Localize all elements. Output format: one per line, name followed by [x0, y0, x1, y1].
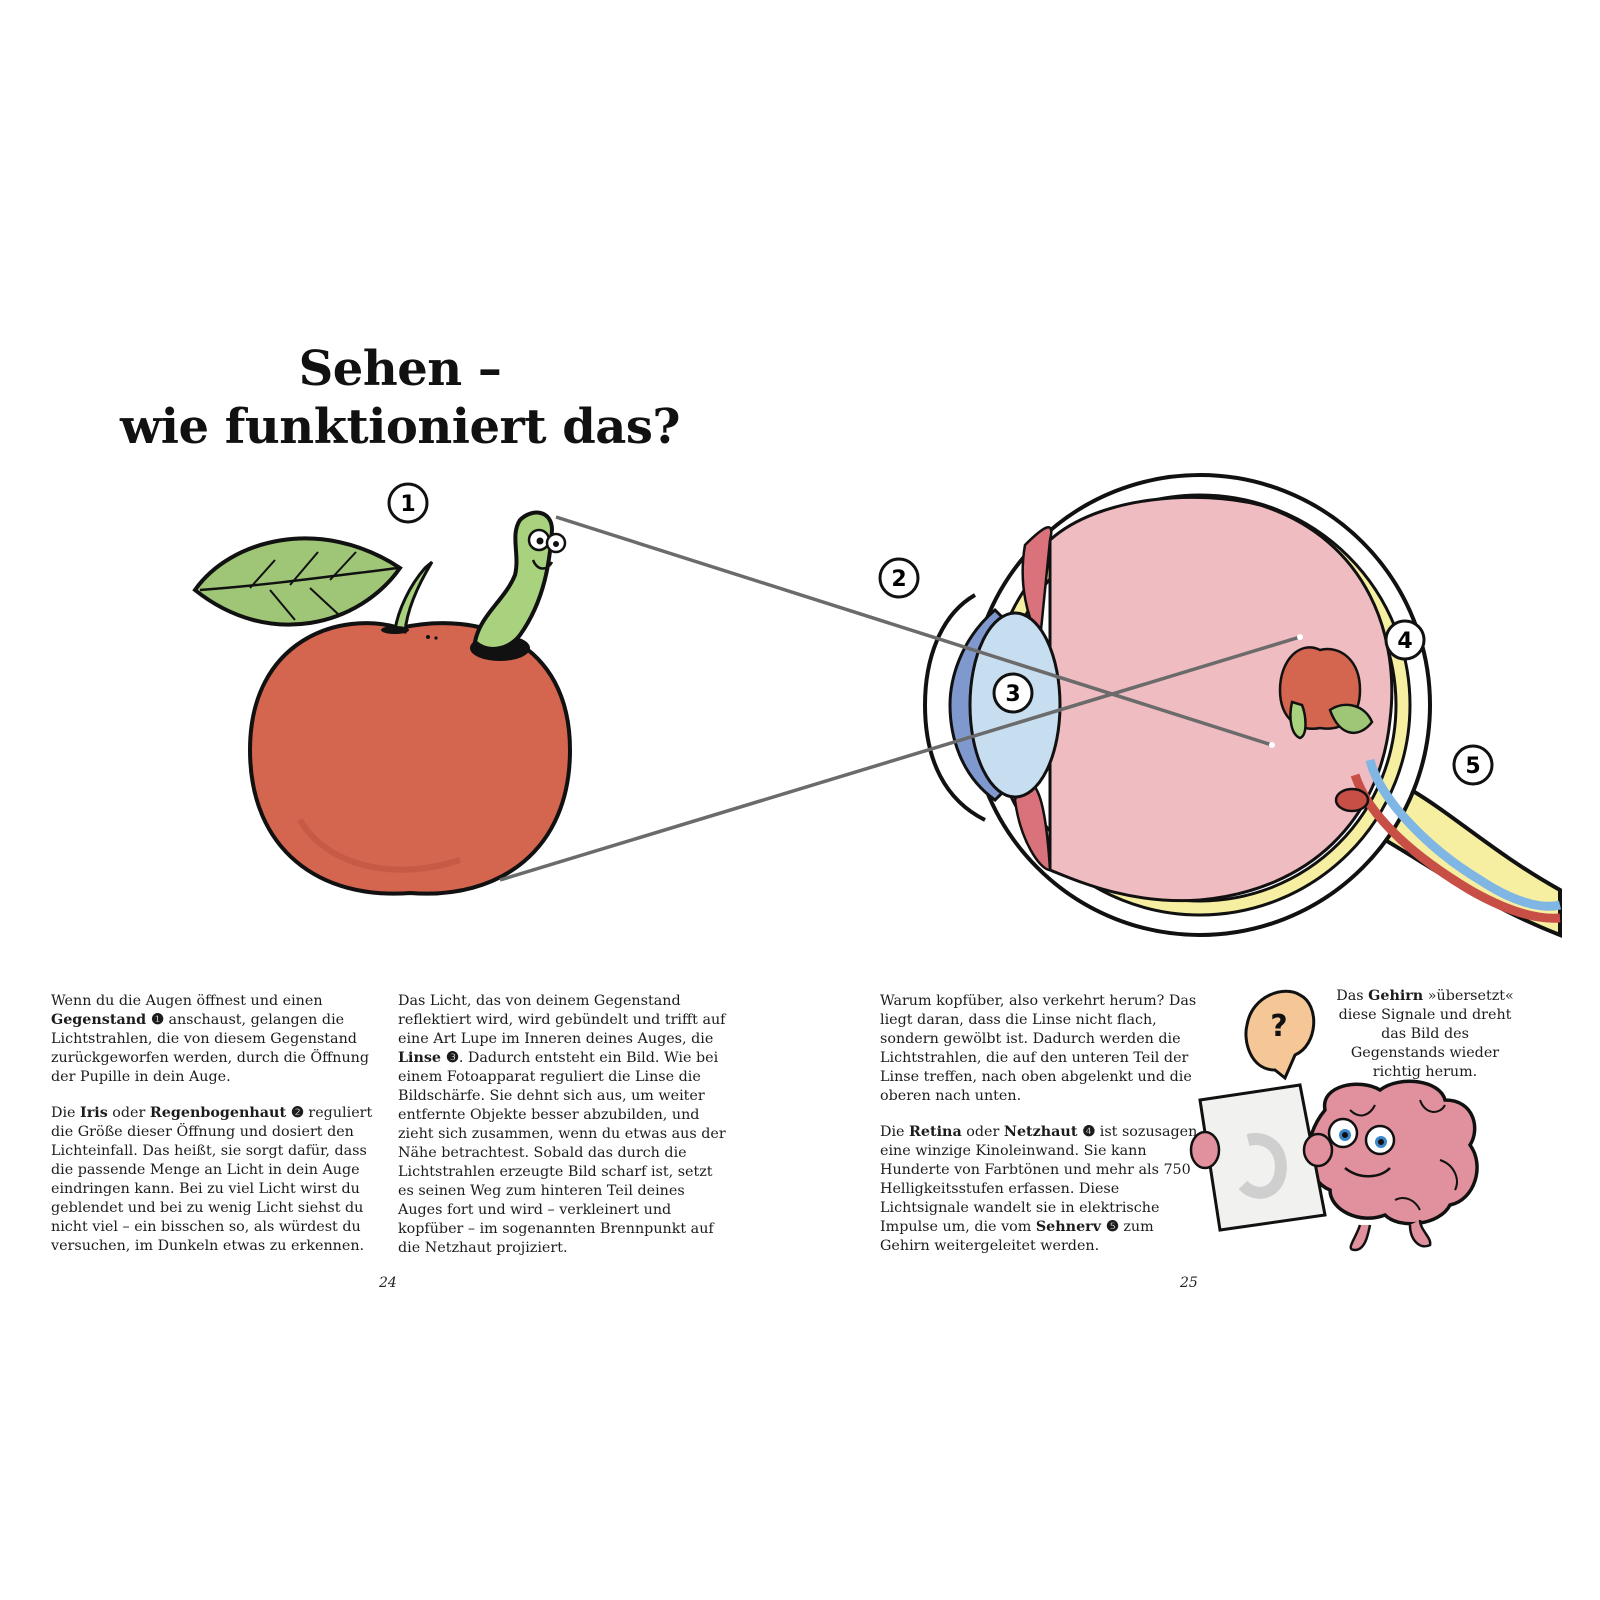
- page-title-line-2: wie funktioniert das?: [119, 399, 681, 455]
- svg-text:2: 2: [891, 567, 906, 592]
- term-gegenstand: Gegenstand ❶: [51, 1012, 164, 1028]
- marker-4: 4: [1384, 619, 1426, 661]
- brain-character: [1189, 1079, 1479, 1252]
- svg-text:4: 4: [1397, 629, 1412, 654]
- eye-diagram: [922, 473, 1562, 938]
- paragraph-iris: Die Iris oder Regenbogenhaut ❷ reguliert…: [51, 1104, 376, 1256]
- page-number-right: 25: [1180, 1275, 1198, 1291]
- text-span: oder: [107, 1105, 150, 1121]
- text-column-3: Warum kopfüber, also verkehrt herum? Das…: [880, 992, 1200, 1273]
- term-regenbogenhaut: Regenbogenhaut ❷: [149, 1105, 304, 1121]
- page-number-left: 24: [379, 1275, 397, 1291]
- page-title-line-1: Sehen –: [298, 341, 502, 397]
- svg-text:3: 3: [1005, 682, 1020, 707]
- term-linse: Linse ❸: [398, 1050, 459, 1066]
- term-retina: Retina: [909, 1124, 962, 1140]
- text-span: Die: [880, 1124, 910, 1140]
- paragraph-linse: Das Licht, das von deinem Gegenstand ref…: [398, 992, 728, 1258]
- text-column-1: Wenn du die Augen öffnest und einen Gege…: [51, 992, 376, 1273]
- term-gehirn: Gehirn: [1368, 988, 1424, 1004]
- term-netzhaut: Netzhaut ❹: [1003, 1124, 1096, 1140]
- text-span: Wenn du die Augen öffnest und einen: [51, 993, 323, 1009]
- text-span: reguliert die Größe dieser Öffnung und d…: [51, 1105, 373, 1254]
- text-span: Das: [1336, 988, 1369, 1004]
- text-span: zum Gehirn weitergeleitet werden.: [880, 1219, 1154, 1254]
- svg-text:?: ?: [1270, 1009, 1287, 1044]
- light-rays: [499, 515, 1301, 882]
- text-span: oder: [961, 1124, 1004, 1140]
- term-sehnerv: Sehnerv ❺: [1035, 1219, 1119, 1235]
- text-span: »übersetzt« diese Signale und dreht das …: [1338, 988, 1514, 1080]
- marker-5: 5: [1452, 744, 1494, 786]
- text-span: Das Licht, das von deinem Gegenstand ref…: [398, 993, 726, 1047]
- marker-3: 3: [992, 672, 1034, 714]
- paragraph-gegenstand: Wenn du die Augen öffnest und einen Gege…: [51, 992, 376, 1087]
- question-bubble-icon: ?: [1244, 989, 1316, 1081]
- text-column-2: Das Licht, das von deinem Gegenstand ref…: [398, 992, 728, 1275]
- svg-text:5: 5: [1465, 754, 1480, 779]
- text-span: ist sozusagen eine winzige Kinoleinwand.…: [880, 1124, 1198, 1235]
- apple-illustration: [192, 510, 573, 896]
- text-span: . Dadurch entsteht ein Bild. Wie bei ein…: [398, 1050, 726, 1256]
- brain-caption: Das Gehirn »übersetzt« diese Signale und…: [1335, 987, 1515, 1082]
- paragraph-kopfueber: Warum kopfüber, also verkehrt herum? Das…: [880, 993, 1197, 1104]
- text-span: Die: [51, 1105, 81, 1121]
- marker-1: 1: [387, 482, 429, 524]
- paragraph-retina: Die Retina oder Netzhaut ❹ ist sozusagen…: [880, 1123, 1200, 1256]
- term-iris: Iris: [80, 1105, 108, 1121]
- svg-text:1: 1: [400, 492, 415, 517]
- marker-2: 2: [878, 557, 920, 599]
- text-span: anschaust, gelangen die Lichtstrahlen, d…: [51, 1012, 370, 1085]
